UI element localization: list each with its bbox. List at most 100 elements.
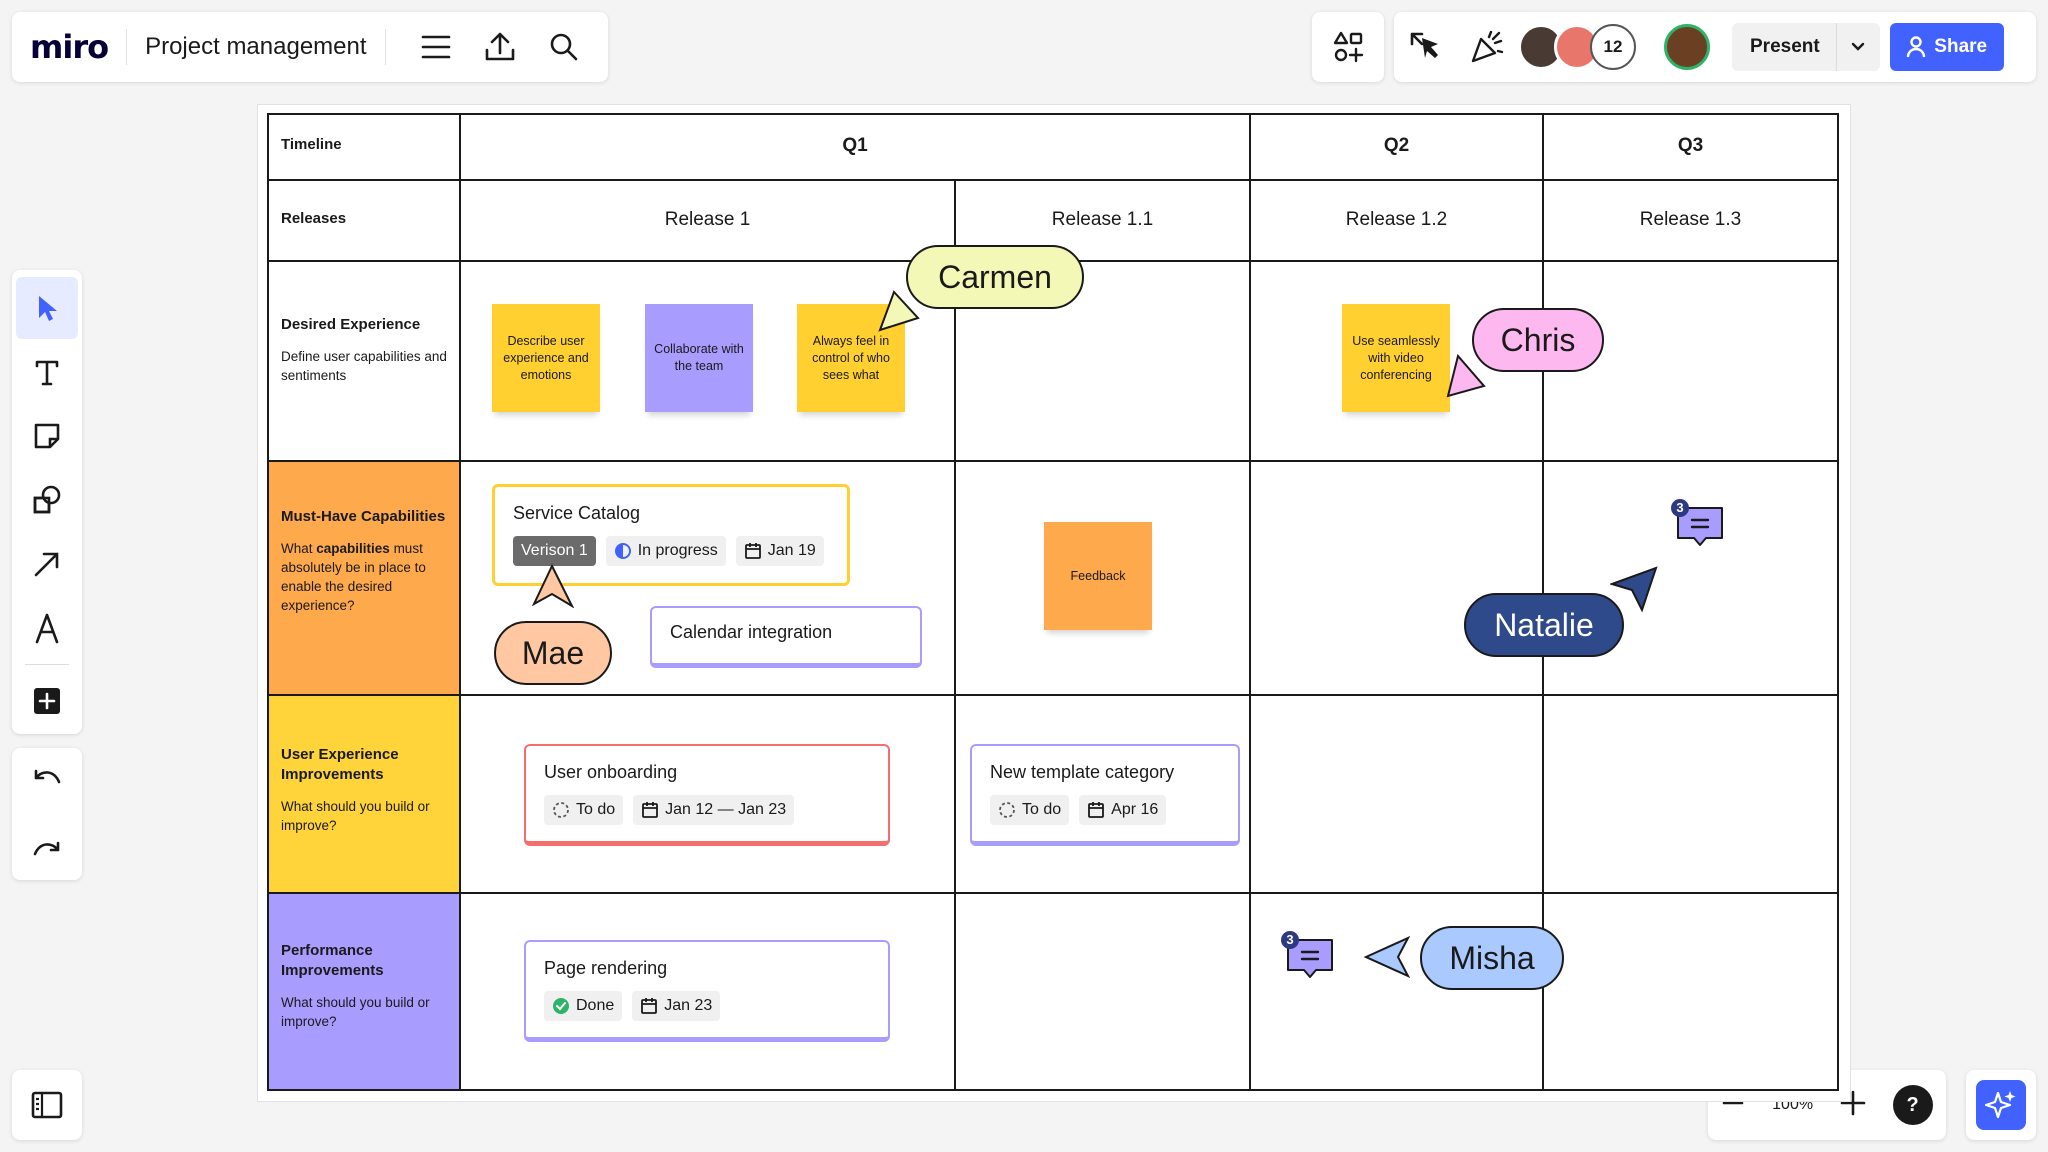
select-tool[interactable] [16,277,78,339]
board-header: miro Project management [12,12,608,82]
collaborator-label-natalie: Natalie [1464,593,1624,657]
calendar-icon [642,802,659,818]
zoom-out-button[interactable] [1721,1091,1745,1120]
date-tag[interactable]: Jan 23 [632,991,721,1021]
timeline-header: Timeline [269,135,461,155]
card-title: New template category [990,762,1175,782]
text-tool[interactable] [16,341,78,403]
sticky-note-tool[interactable] [16,405,78,467]
sidebar-toggle-button[interactable] [12,1070,82,1140]
date-tag[interactable]: Apr 16 [1079,795,1167,825]
date-label: Apr 16 [1111,801,1159,818]
plus-icon [1840,1090,1866,1115]
cursor-chris-icon [1446,354,1486,398]
release-label: Release 1 [664,209,751,230]
user-icon [1907,36,1926,58]
search-icon[interactable] [532,15,596,79]
connector-tool[interactable] [16,533,78,595]
board-title[interactable]: Project management [145,33,367,60]
share-label: Share [1934,36,1988,57]
present-button[interactable]: Present [1732,23,1880,71]
sticky-note[interactable]: Collaborate with the team [645,304,753,412]
row-header-ux-improvements: User Experience Improvements What should… [269,745,461,835]
sparkle-icon [1976,1080,2026,1130]
grid-line [269,460,1837,462]
current-user-avatar[interactable] [1664,24,1710,70]
comment-count: 3 [1676,500,1684,515]
quarter-q2: Q2 [1383,135,1410,156]
status-tag[interactable]: To do [990,795,1070,825]
share-button[interactable]: Share [1889,23,2004,71]
chevron-down-icon[interactable] [1835,23,1880,71]
status-tag[interactable]: Done [544,991,623,1021]
date-label: Jan 23 [664,997,713,1014]
zoom-in-button[interactable] [1840,1090,1866,1121]
release-label: Release 1.3 [1639,209,1742,230]
redo-icon [33,841,60,856]
avatar-stack[interactable]: 12 [1518,24,1636,70]
task-card[interactable]: New template category To do Apr 16 [970,744,1240,846]
status-tag[interactable]: To do [544,795,624,825]
pen-tool[interactable] [16,597,78,659]
celebrate-icon[interactable] [1456,16,1518,78]
card-title: Calendar integration [670,622,833,642]
calendar-icon [744,543,761,559]
shapes-tool[interactable] [16,469,78,531]
redo-button[interactable] [16,817,78,879]
task-card[interactable]: User onboarding To do Jan 12 — Jan 23 [524,744,890,846]
row-description: What capabilities must absolutely be in … [281,541,426,613]
apps-icon [1333,31,1364,63]
comment-icon [1671,499,1723,546]
sticky-note[interactable]: Feedback [1044,522,1152,630]
tools-toolbar [12,270,82,734]
task-card[interactable]: Service Catalog Verison 1 In progress Ja… [492,484,850,586]
date-label: Jan 12 — Jan 23 [665,801,787,818]
todo-icon [553,802,569,818]
grid-line [954,179,956,1089]
miro-logo[interactable]: miro [30,28,109,66]
cursor-carmen-icon [878,290,920,332]
status-label: Done [576,997,615,1014]
status-label: In progress [637,542,718,559]
row-header-bg [269,462,459,694]
undo-button[interactable] [16,749,78,811]
sticky-note[interactable]: Describe user experience and emotions [492,304,600,412]
date-tag[interactable]: Jan 12 — Jan 23 [633,795,795,825]
calendar-icon [641,998,658,1014]
quarter-q3: Q3 [1677,135,1704,156]
sticky-note[interactable]: Use seamlessly with video conferencing [1342,304,1450,412]
collaborator-label-misha: Misha [1420,926,1564,990]
version-tag[interactable]: Verison 1 [513,536,596,566]
minus-icon [1723,1101,1744,1104]
plus-square-icon [34,688,60,714]
row-header-performance: Performance Improvements What should you… [269,941,461,1031]
undo-icon [34,769,61,784]
releases-label: Releases [281,210,347,227]
calendar-icon [1088,802,1105,818]
cursor-icon [39,296,57,321]
status-label: To do [1022,801,1062,818]
row-header-desired-experience: Desired Experience Define user capabilit… [269,315,461,385]
row-title: User Experience Improvements [281,746,399,783]
comment-bubble[interactable]: 3 [1670,496,1730,556]
shapes-icon [33,485,61,514]
menu-icon[interactable] [404,15,468,79]
date-tag[interactable]: Jan 19 [735,536,824,566]
upload-icon[interactable] [468,15,532,79]
row-description: What should you build or improve? [281,799,430,833]
avatar-count-badge[interactable]: 12 [1590,24,1636,70]
grid-line [459,115,461,1089]
more-tools-button[interactable] [16,670,78,732]
collaborator-label-mae: Mae [494,621,612,685]
cursor-natalie-icon [1610,566,1658,612]
apps-button[interactable] [1312,12,1384,82]
task-card[interactable]: Page rendering Done Jan 23 [524,940,890,1042]
follow-cursor-icon[interactable] [1394,16,1456,78]
ai-assistant-button[interactable] [1966,1070,2036,1140]
in-progress-icon [614,543,631,559]
task-card[interactable]: Calendar integration [650,606,922,668]
cursor-mae-icon [532,564,575,608]
status-tag[interactable]: In progress [605,536,726,566]
help-button[interactable]: ? [1892,1085,1933,1125]
comment-bubble[interactable]: 3 [1280,928,1340,988]
